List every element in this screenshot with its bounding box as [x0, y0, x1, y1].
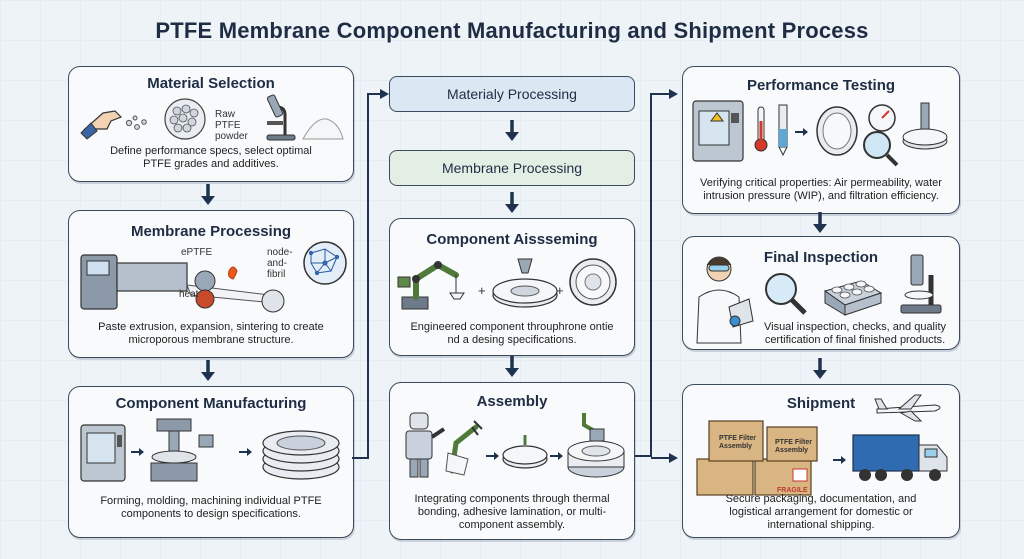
card-component-manufacturing: Component Manufacturing Forming, molding… [68, 386, 354, 538]
extrusion-machine-icon [80, 254, 285, 313]
filter-ring-icon [569, 258, 617, 306]
test-stand-icon [902, 102, 948, 150]
card-title: Component Manufacturing [115, 395, 307, 412]
box-label: PTFE Filter Assembly [775, 439, 812, 454]
card-description: Verifying critical properties: Air perme… [700, 177, 942, 202]
raw-ptfe-label: Raw PTFE powder [215, 109, 248, 142]
card-material-selection: Material Selection Raw PTFE powder Defin… [68, 66, 354, 182]
membrane-disc-icon [816, 106, 858, 156]
card-title: Performance Testing [746, 77, 896, 94]
node-fibril-label: node-and-fibril [267, 247, 293, 280]
bonded-disc-icon [502, 435, 548, 469]
thermometer-icon [754, 106, 768, 152]
card-performance-testing: Performance Testing Verifying critical p… [682, 66, 960, 214]
card-description: Secure packaging, documentation, and log… [725, 493, 917, 531]
arrow-down-3 [505, 120, 519, 141]
card-description: Forming, molding, machining individual P… [100, 495, 322, 520]
arrow-right-small [131, 448, 144, 456]
connector-left-middle [352, 89, 389, 459]
eptfe-label: ePTFE [181, 247, 213, 258]
arrow-right-small [833, 456, 846, 464]
arrow-down-1 [201, 184, 215, 205]
plus-sign: + [478, 283, 486, 298]
airplane-icon [874, 394, 941, 422]
robot-arm-gripper-icon [445, 420, 483, 476]
test-chamber-icon [692, 100, 744, 162]
page-title: PTFE Membrane Component Manufacturing an… [155, 18, 869, 43]
arrow-down-5 [505, 356, 519, 377]
card-description: Engineered component throuphrone ontie n… [410, 321, 614, 346]
card-title: Shipment [786, 395, 856, 412]
sample-tube-icon [778, 104, 788, 157]
card-membrane-processing: Membrane Processing ePTFE node-and-fibri… [68, 210, 354, 358]
ptfe-granules-icon [164, 98, 206, 140]
filter-assembly-icon [567, 413, 625, 478]
press-machine-icon [150, 418, 214, 482]
heat-label: heat [179, 289, 199, 300]
card-title: Component Aissseming [426, 231, 598, 248]
card-description: Visual inspection, checks, and quality c… [763, 321, 946, 346]
truck-icon [852, 434, 948, 481]
connector-middle-right [635, 89, 678, 463]
node-fibril-magnifier-icon [303, 241, 347, 285]
magnifier-icon [765, 273, 807, 315]
card-description: Integrating components through thermal b… [414, 493, 610, 531]
card-final-inspection: Final Inspection Visual inspection, chec… [682, 236, 960, 350]
fragile-label: FRAGILE [777, 487, 808, 494]
card-title: Assembly [476, 393, 548, 410]
card-title: Material Selection [147, 75, 275, 92]
arrow-down-6 [813, 212, 827, 233]
arrow-right-small [486, 452, 499, 460]
step-materialy-processing: Materialy Processing [389, 76, 635, 112]
magnifier-icon [863, 131, 899, 167]
arrow-down-2 [201, 360, 215, 381]
step-membrane-processing: Membrane Processing [389, 150, 635, 186]
disc-stack-icon [262, 430, 340, 480]
arrow-right-small [795, 128, 808, 136]
arrow-down-7 [813, 358, 827, 379]
humanoid-robot-icon [405, 412, 446, 478]
robot-arm-icon [397, 261, 465, 310]
plus-sign: + [556, 283, 564, 298]
shipping-boxes-icon [696, 420, 818, 496]
membrane-disc-icon [492, 258, 558, 308]
arrow-right-small [550, 452, 563, 460]
oven-icon [80, 424, 126, 482]
card-component-assembling: Component Aissseming + + Engineered comp… [389, 218, 635, 356]
pressure-gauge-icon [868, 104, 896, 132]
arrow-right-small [239, 448, 252, 456]
box-label: PTFE Filter Assembly [719, 435, 756, 450]
parts-tray-icon [823, 280, 883, 316]
powder-pile-icon [302, 118, 344, 140]
card-shipment: Shipment PTFE Filter Assembly PTFE Filte… [682, 384, 960, 538]
card-title: Final Inspection [763, 249, 879, 266]
card-description: Paste extrusion, expansion, sintering to… [98, 321, 324, 346]
hand-pellets-icon [80, 110, 147, 140]
arrow-down-4 [505, 192, 519, 213]
inspector-icon [696, 256, 754, 344]
microscope-icon [900, 254, 942, 314]
card-assembly: Assembly Integrating components through … [389, 382, 635, 540]
card-title: Membrane Processing [130, 223, 292, 240]
microscope-icon [266, 94, 296, 141]
card-description: Define performance specs, select optimal… [110, 145, 312, 170]
